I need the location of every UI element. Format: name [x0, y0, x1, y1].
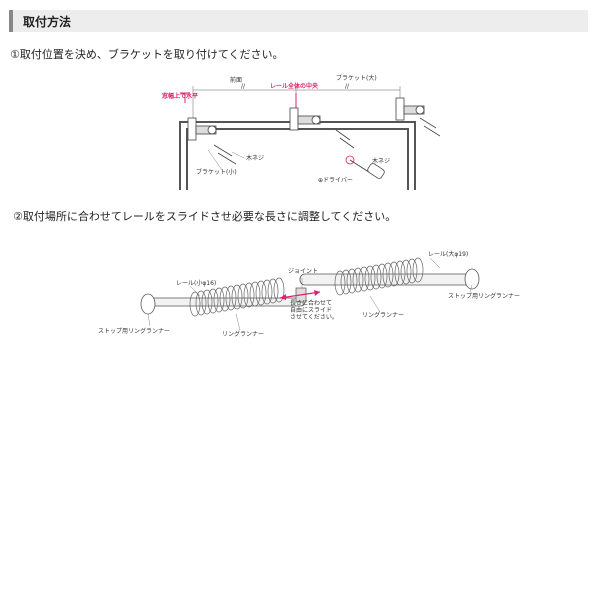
label-ring-runner-right: リングランナー: [362, 311, 404, 319]
svg-text://: //: [241, 83, 246, 90]
screwdriver-icon: [345, 155, 385, 179]
label-screw-left: 木ネジ: [246, 154, 264, 162]
slide-arrow: [279, 290, 321, 300]
label-joint: ジョイント: [288, 268, 318, 275]
label-level: 窓幅上で水平: [162, 92, 198, 100]
wood-screws: [213, 117, 441, 165]
bracket-left: [187, 117, 217, 141]
label-screw-right: 木ネジ: [372, 157, 390, 165]
label-rail-large: レール(大φ19): [428, 250, 468, 258]
label-driver: ⊕ドライバー: [318, 177, 353, 184]
label-bracket-small: ブラケット(小): [196, 168, 237, 176]
label-slide-note-2: 自由にスライド: [290, 306, 332, 314]
figure2-rail-slide: レール(小φ16) ジョイント レール(大φ19) ストップ用リングランナー 長…: [98, 250, 520, 338]
bracket-center: [289, 107, 321, 131]
label-bracket-large: ブラケット(大): [336, 74, 377, 82]
ring-runners-right: [334, 257, 424, 296]
label-slide-note-1: 長さに合わせて: [290, 299, 332, 307]
step2-instruction: ②取付場所に合わせてレールをスライドさせ必要な長さに調整してください。: [13, 210, 397, 223]
figure1-bracket-install: // //: [162, 74, 441, 190]
section-title-bar: 取付方法: [9, 10, 588, 32]
label-slide-note-3: させてください。: [290, 314, 338, 321]
section-title: 取付方法: [23, 15, 72, 29]
level-marker: [180, 92, 190, 103]
label-front: 前面: [230, 76, 242, 84]
label-center: レール全体の中央: [270, 82, 319, 90]
bracket-right: [395, 97, 425, 121]
rail-small: [149, 297, 306, 307]
end-cap-left: [140, 293, 156, 315]
label-stop-runner-left: ストップ用リングランナー: [98, 327, 170, 335]
end-cap-right: [464, 268, 480, 290]
label-ring-runner-left: リングランナー: [222, 330, 264, 338]
label-rail-small: レール(小φ16): [176, 279, 216, 287]
leader-lines: [147, 257, 473, 331]
svg-text://: //: [345, 83, 350, 90]
step1-instruction: ①取付位置を決め、ブラケットを取り付けてください。: [10, 48, 284, 61]
label-stop-runner-right: ストップ用リングランナー: [448, 292, 520, 300]
ring-runners-left: [189, 277, 285, 317]
rail-large: [299, 273, 471, 286]
